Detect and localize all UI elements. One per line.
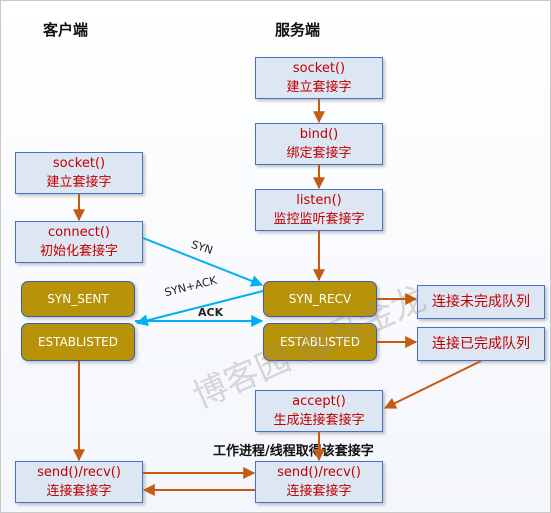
client-sendrecv-fn: send()/recv()	[37, 465, 121, 480]
server-sendrecv-fn: send()/recv()	[277, 465, 361, 480]
client-socket-fn: socket()	[52, 156, 106, 171]
server-socket-box: socket() 建立套接字	[255, 57, 383, 99]
client-connect-fn: connect()	[48, 225, 110, 240]
server-socket-fn: socket()	[292, 61, 346, 76]
server-bind-box: bind() 绑定套接字	[255, 123, 383, 165]
server-socket-desc: 建立套接字	[286, 80, 352, 95]
client-connect-box: connect() 初始化套接字	[15, 221, 143, 263]
server-listen-box: listen() 监控监听套接字	[255, 189, 383, 231]
client-syn-sent-state: SYN_SENT	[21, 281, 135, 317]
server-listen-desc: 监控监听套接字	[273, 212, 365, 227]
client-connect-desc: 初始化套接字	[39, 244, 118, 259]
client-sendrecv-box: send()/recv() 连接套接字	[15, 461, 143, 503]
arrow-queue-accept	[383, 360, 482, 409]
server-header: 服务端	[275, 21, 321, 39]
client-socket-desc: 建立套接字	[46, 175, 112, 190]
server-bind-fn: bind()	[299, 127, 339, 142]
server-sendrecv-desc: 连接套接字	[286, 484, 352, 499]
server-accept-box: accept() 生成连接套接字	[255, 390, 383, 432]
worker-note: 工作进程/线程取得该套接字	[213, 444, 374, 459]
arrow-syn	[142, 237, 264, 287]
client-socket-box: socket() 建立套接字	[15, 152, 143, 194]
ack-label: ACK	[198, 306, 224, 319]
arrow-syn-ack	[135, 290, 264, 327]
client-header: 客户端	[43, 21, 89, 39]
incomplete-queue-label: 连接未完成队列	[432, 293, 530, 310]
server-accept-desc: 生成连接套接字	[273, 413, 365, 428]
incomplete-queue-box: 连接未完成队列	[417, 285, 545, 319]
server-syn-recv-state: SYN_RECV	[263, 281, 377, 317]
server-accept-fn: accept()	[292, 394, 346, 409]
server-sendrecv-box: send()/recv() 连接套接字	[255, 461, 383, 503]
complete-queue-box: 连接已完成队列	[417, 327, 545, 361]
server-listen-fn: listen()	[296, 193, 342, 208]
server-established-state: ESTABLISTED	[263, 323, 377, 361]
complete-queue-label: 连接已完成队列	[432, 335, 530, 352]
client-established-state: ESTABLISTED	[21, 323, 135, 361]
server-bind-desc: 绑定套接字	[286, 146, 352, 161]
client-sendrecv-desc: 连接套接字	[46, 484, 112, 499]
